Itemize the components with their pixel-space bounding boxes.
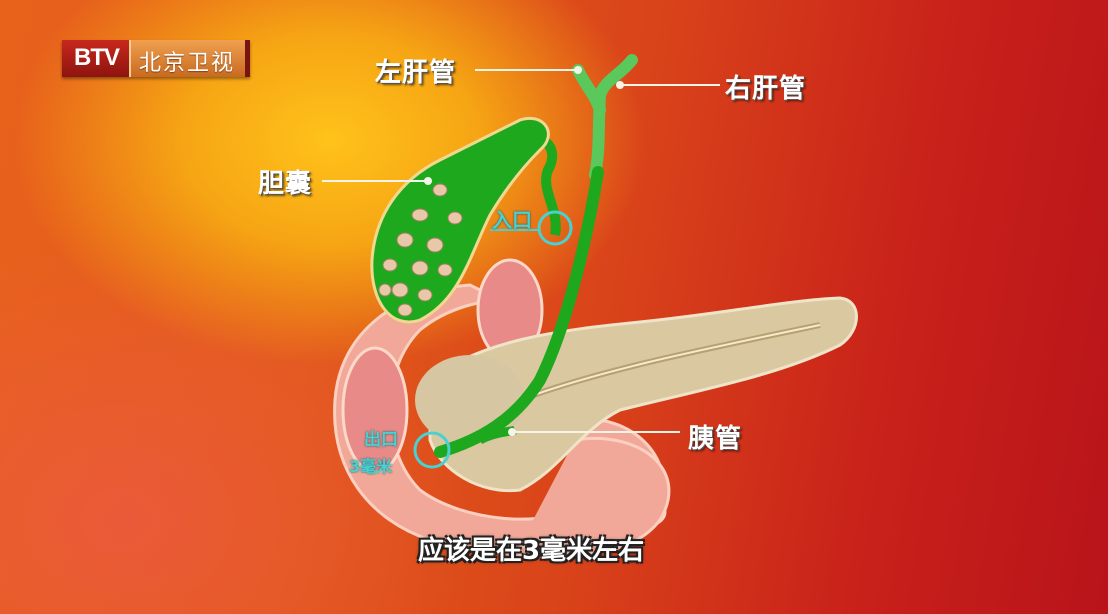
logo-brand: BTV (62, 40, 129, 77)
channel-logo: BTV 北京卫视 (62, 40, 251, 77)
label-pancreatic-duct: 胰管 (688, 424, 743, 454)
outlet-highlight-circle (413, 431, 451, 469)
label-right-hepatic-duct: 右肝管 (725, 74, 807, 104)
inlet-highlight-circle (537, 210, 573, 246)
logo-edge (245, 40, 251, 77)
logo-channel-name: 北京卫视 (129, 40, 246, 77)
label-left-hepatic-duct: 左肝管 (375, 58, 457, 88)
label-gallbladder: 胆囊 (258, 169, 313, 199)
subtitle-caption: 应该是在3毫米左右 (418, 536, 645, 566)
pancreas (415, 296, 858, 493)
label-inlet: 入口 (492, 208, 532, 232)
leader-lines (322, 69, 720, 433)
label-outlet-size: 3毫米 (349, 457, 393, 476)
gallbladder (370, 116, 550, 324)
duodenum (333, 258, 671, 557)
label-outlet: 出口 (364, 430, 398, 450)
